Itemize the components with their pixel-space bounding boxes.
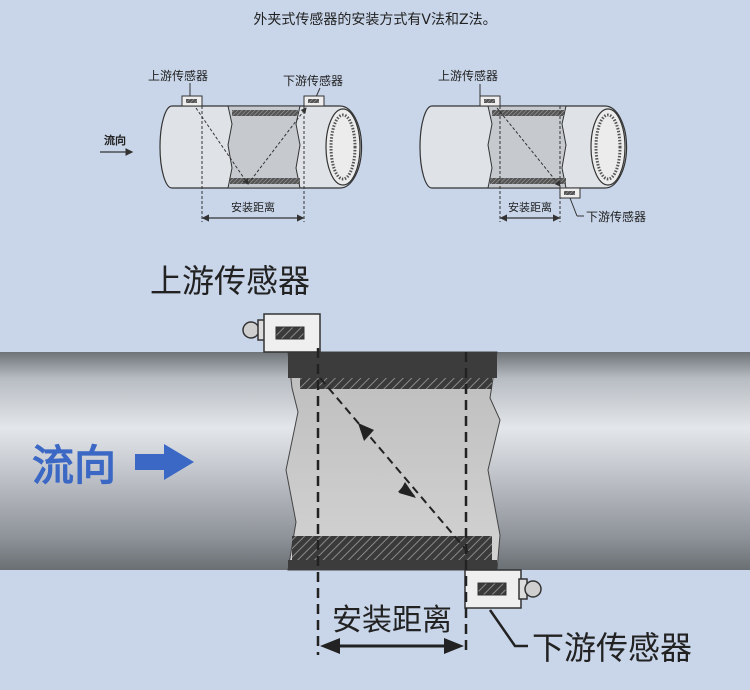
v-upstream-label: 上游传感器 <box>148 68 208 83</box>
z-large-downstream-label: 下游传感器 <box>532 629 692 667</box>
sensor-icon <box>464 569 542 609</box>
v-distance-label: 安装距离 <box>231 200 275 214</box>
v-downstream-label: 下游传感器 <box>283 73 343 88</box>
sensor-icon <box>303 95 325 107</box>
sensor-icon <box>479 95 501 107</box>
z-large-upstream-label: 上游传感器 <box>150 262 310 300</box>
sensor-icon <box>181 95 203 107</box>
z-method-small-diagram: 上游传感器 安装距离 下游传感器 <box>419 68 646 224</box>
z-small-upstream-label: 上游传感器 <box>438 68 498 83</box>
z-small-distance-label: 安装距离 <box>508 200 552 214</box>
z-large-flow-label: 流向 <box>32 441 116 490</box>
flow-arrow-icon <box>135 444 194 480</box>
sensor-icon <box>559 187 581 199</box>
z-method-large-diagram: 上游传感器 <box>0 262 750 667</box>
page-title: 外夹式传感器的安装方式有V法和Z法。 <box>253 11 496 28</box>
z-large-distance-label: 安装距离 <box>332 603 452 638</box>
z-small-downstream-label: 下游传感器 <box>586 209 646 224</box>
v-method-diagram: 上游传感器 下游传感器 流向 安装距离 <box>100 68 363 222</box>
sensor-icon <box>242 313 321 353</box>
v-flow-label: 流向 <box>104 133 126 147</box>
